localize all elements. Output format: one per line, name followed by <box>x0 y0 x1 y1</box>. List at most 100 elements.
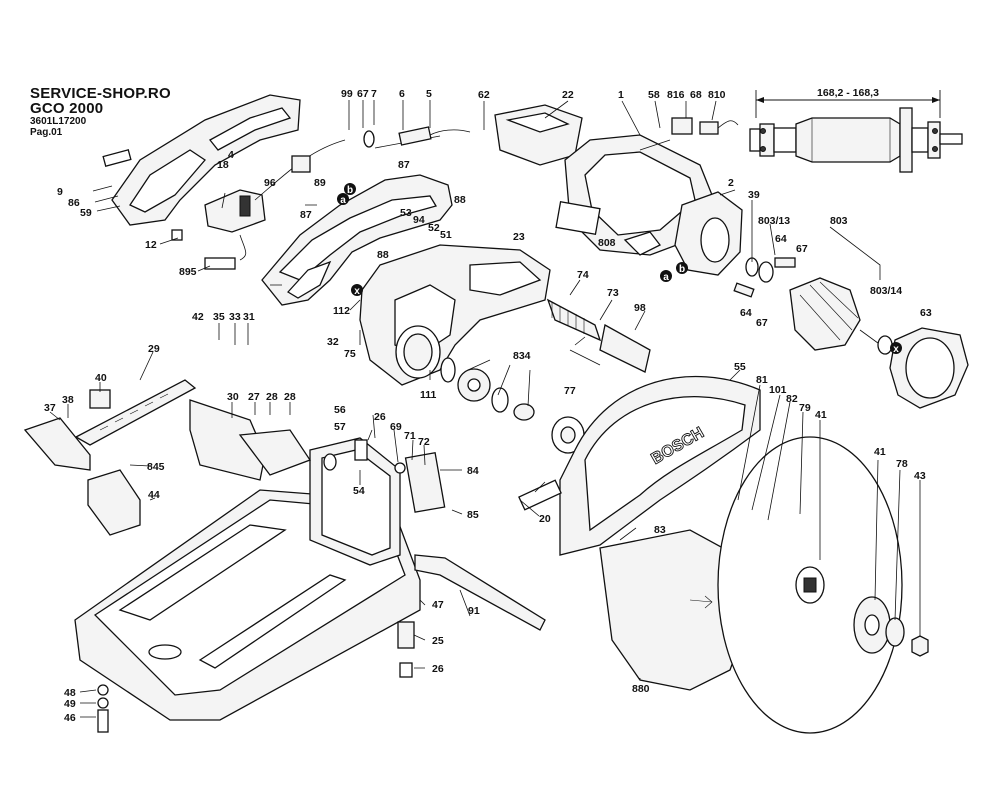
switch-and-cable <box>204 139 346 261</box>
part-label: 43 <box>914 470 926 482</box>
part-label: 63 <box>920 307 932 319</box>
part-label: 28 <box>266 391 278 403</box>
svg-text:a: a <box>340 195 346 206</box>
connector-markers: a b a b x x <box>337 183 902 355</box>
part-label: 5 <box>426 88 432 100</box>
gears <box>440 357 585 454</box>
svg-text:x: x <box>893 344 899 355</box>
part-label: 20 <box>539 513 551 525</box>
lower-blade-guard <box>599 529 749 691</box>
motor-housing <box>555 134 713 256</box>
part-label: 54 <box>353 485 365 497</box>
part-label: 84 <box>467 465 479 477</box>
part-label: 59 <box>80 207 92 219</box>
part-label: 56 <box>334 404 346 416</box>
motor-end-cap <box>889 327 969 409</box>
small-hardware <box>97 439 546 733</box>
armature-dimension: 168,2 - 168,3 <box>755 87 941 118</box>
marker-a-2: a <box>660 270 672 283</box>
svg-text:b: b <box>679 264 685 275</box>
marker-b-1: b <box>344 183 356 196</box>
part-label: 87 <box>300 209 312 221</box>
part-label: 2 <box>728 177 734 189</box>
part-label: 85 <box>467 509 479 521</box>
part-label: 4 <box>228 149 234 161</box>
part-label: 81 <box>756 374 768 386</box>
vise-assembly <box>23 379 311 536</box>
spindle-and-spring <box>546 298 651 373</box>
brush-holders <box>639 117 739 151</box>
shop-name: SERVICE-SHOP.RO <box>30 85 171 102</box>
part-label: 48 <box>64 687 76 699</box>
part-label: 12 <box>145 239 157 251</box>
part-label: 96 <box>264 177 276 189</box>
part-label: 79 <box>799 402 811 414</box>
part-label: 33 <box>229 311 241 323</box>
part-label: 26 <box>432 663 444 675</box>
part-label: 803/13 <box>758 215 790 227</box>
part-label: 55 <box>734 361 746 373</box>
armature <box>733 257 893 355</box>
part-label: 44 <box>148 489 160 501</box>
cutting-disc <box>717 436 903 734</box>
part-label: 86 <box>68 197 80 209</box>
part-label: 64 <box>775 233 787 245</box>
part-label: 9 <box>57 186 63 198</box>
part-label: 112 <box>333 305 350 317</box>
part-label: 18 <box>217 159 229 171</box>
part-label: 31 <box>243 311 255 323</box>
fan-cover <box>494 104 583 166</box>
part-label: 29 <box>148 343 160 355</box>
part-label: 23 <box>513 231 525 243</box>
part-label: 803 <box>830 215 848 227</box>
flange-and-nut <box>853 596 929 657</box>
part-label: 64 <box>740 307 752 319</box>
part-label: 810 <box>708 89 726 101</box>
part-label: 57 <box>334 421 346 433</box>
part-label: 91 <box>468 605 480 617</box>
part-label: 99 <box>341 88 353 100</box>
svg-text:x: x <box>354 286 360 297</box>
part-label: 73 <box>607 287 619 299</box>
page-number: Pag.01 <box>30 127 63 138</box>
marker-x-1: x <box>351 284 363 297</box>
part-label: 77 <box>564 385 576 397</box>
part-label: 46 <box>64 712 76 724</box>
marker-a-1: a <box>337 193 349 206</box>
armature-detail <box>749 107 963 173</box>
part-label: 53 <box>400 207 412 219</box>
part-label: 42 <box>192 311 204 323</box>
part-label: 816 <box>667 89 685 101</box>
part-label: 39 <box>748 189 760 201</box>
part-label: 41 <box>874 446 886 458</box>
part-label: 98 <box>634 302 646 314</box>
part-label: 880 <box>632 683 650 695</box>
part-label: 22 <box>562 89 574 101</box>
handle-housing-left <box>102 94 301 270</box>
part-label: 41 <box>815 409 827 421</box>
part-label: 26 <box>374 411 386 423</box>
part-label: 89 <box>314 177 326 189</box>
part-label: 69 <box>390 421 402 433</box>
part-label: 87 <box>398 159 410 171</box>
part-label: 75 <box>344 348 356 360</box>
part-label: 37 <box>44 402 56 414</box>
part-label: 47 <box>432 599 444 611</box>
part-label: 67 <box>796 243 808 255</box>
part-label: 1 <box>618 89 624 101</box>
part-label: 52 <box>428 222 440 234</box>
part-label: 101 <box>769 384 787 396</box>
part-label: 78 <box>896 458 908 470</box>
leader-lines <box>49 100 921 718</box>
part-label: 808 <box>598 237 616 249</box>
part-label: 67 <box>756 317 768 329</box>
part-label: 88 <box>377 249 389 261</box>
part-label: 62 <box>478 89 490 101</box>
part-label: 58 <box>648 89 660 101</box>
part-label: 35 <box>213 311 225 323</box>
part-label: 82 <box>786 393 798 405</box>
part-label: 6 <box>399 88 405 100</box>
svg-text:b: b <box>347 185 353 196</box>
fence-bracket <box>309 437 401 566</box>
part-number: 3601L17200 <box>30 116 87 127</box>
